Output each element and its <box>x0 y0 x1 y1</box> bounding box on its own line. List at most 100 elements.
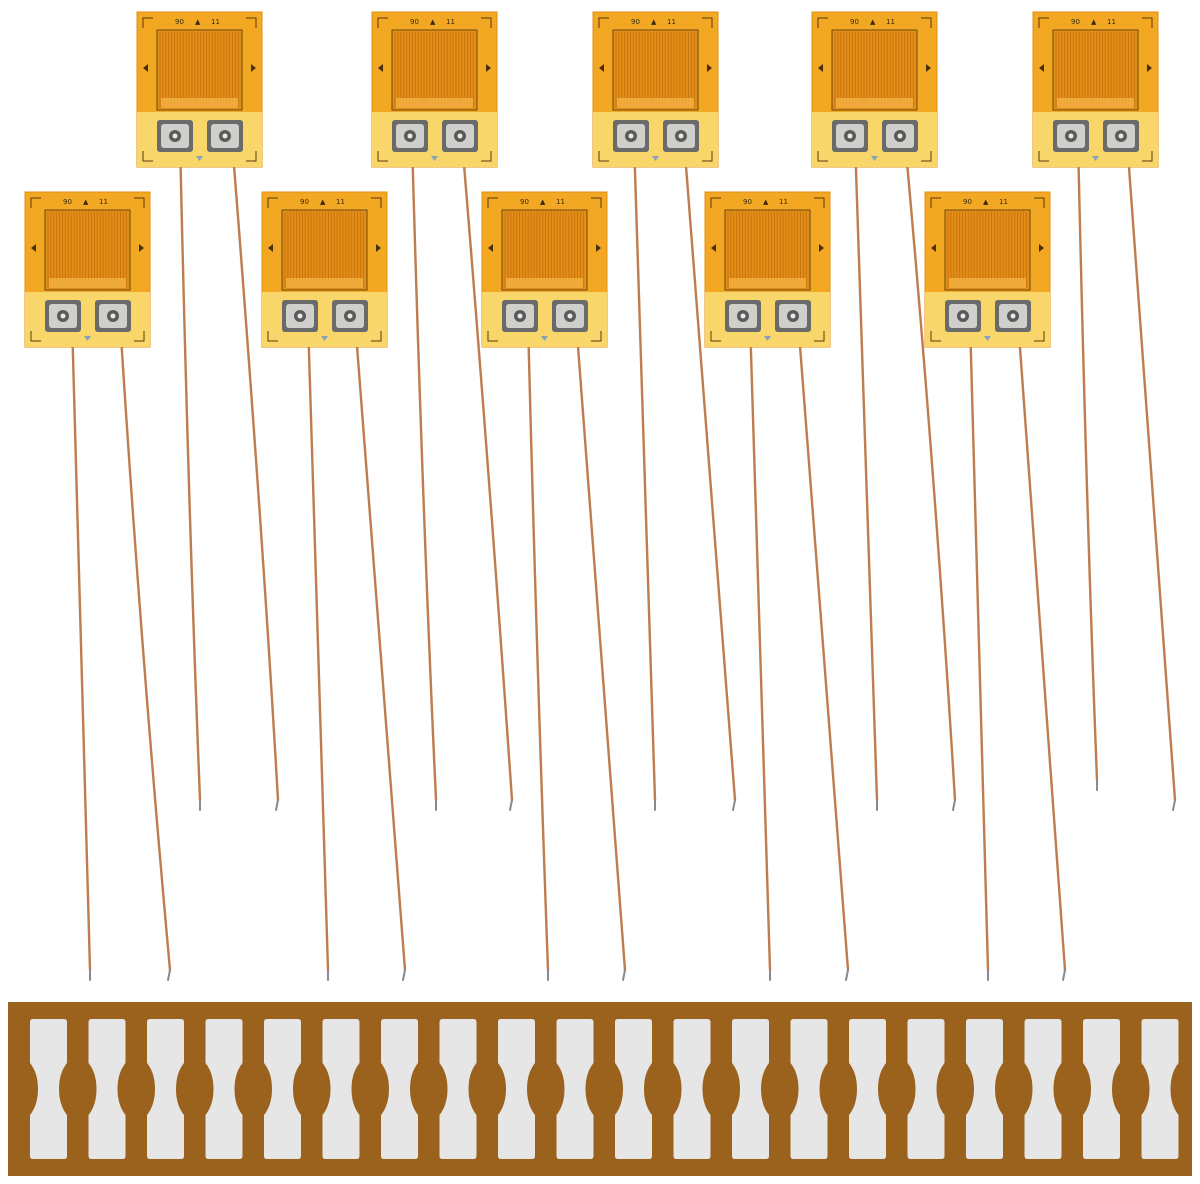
terminal-tab <box>556 1019 594 1159</box>
terminal-strip-backing <box>8 1002 1192 1176</box>
gauge-right-arrow <box>707 64 712 72</box>
gauge-marking-left: 90 <box>1071 18 1080 26</box>
terminal-tab <box>439 1019 477 1159</box>
gauge-pad-highlight-2 <box>222 133 228 139</box>
gauge-marker-glyph: ▲ <box>1091 18 1097 26</box>
lead-wire-tip-bottom-1-2 <box>167 969 171 981</box>
terminal-tab <box>790 1019 828 1159</box>
terminal-tab <box>264 1019 301 1159</box>
gauge-marking-left: 90 <box>175 18 184 26</box>
gauge-register-marks <box>598 17 713 162</box>
gauge-pad-highlight-1 <box>1068 133 1074 139</box>
gauge-pad-highlight-1 <box>297 313 303 319</box>
lead-wire-tip-bottom-2-2 <box>402 969 406 981</box>
gauge-register-marks <box>817 17 932 162</box>
lead-wire-bottom-3-1 <box>526 318 550 972</box>
gauge-grid-end-loops <box>617 98 694 108</box>
gauge-pad-highlight-1 <box>628 133 634 139</box>
gauge-marking-left: 90 <box>63 198 72 206</box>
gauge-bottom-marker <box>321 336 328 341</box>
terminal-tab <box>673 1019 711 1159</box>
gauge-left-arrow <box>711 244 716 252</box>
gauge-marking-right: 11 <box>556 198 565 206</box>
gauge-left-arrow <box>488 244 493 252</box>
terminal-tab <box>1083 1019 1120 1159</box>
terminal-tab <box>849 1019 886 1159</box>
gauge-pad-highlight-2 <box>110 313 116 319</box>
lead-wire-tip-bottom-3-2 <box>622 969 626 981</box>
strain-gauge-top-3: 90▲11 <box>592 11 719 168</box>
gauge-marker-glyph: ▲ <box>870 18 876 26</box>
lead-wire-tip-bottom-5-2 <box>1062 969 1066 981</box>
terminal-tab <box>966 1019 1003 1159</box>
gauge-marking-right: 11 <box>336 198 345 206</box>
lead-wire-top-3-2 <box>682 138 737 802</box>
terminal-tab <box>1024 1019 1062 1159</box>
gauge-bottom-marker <box>984 336 991 341</box>
gauge-register-marks <box>487 197 602 342</box>
terminal-tab <box>907 1019 945 1159</box>
gauge-left-arrow <box>599 64 604 72</box>
gauge-marking-right: 11 <box>886 18 895 26</box>
terminal-tab <box>1141 1019 1179 1159</box>
gauge-marking-left: 90 <box>850 18 859 26</box>
gauge-pad-highlight-1 <box>60 313 66 319</box>
lead-wire-top-2-1 <box>410 138 438 802</box>
gauge-grid-end-loops <box>729 278 806 288</box>
strain-gauge-bottom-2: 90▲11 <box>261 191 388 348</box>
lead-wire-tip-top-1-2 <box>275 799 279 811</box>
lead-wires-layer <box>70 138 1177 981</box>
gauge-register-marks <box>930 197 1045 342</box>
lead-wire-bottom-5-2 <box>1016 318 1067 972</box>
gauge-pad-highlight-2 <box>790 313 796 319</box>
gauge-left-arrow <box>143 64 148 72</box>
gauge-marking-left: 90 <box>520 198 529 206</box>
gauge-marking-left: 90 <box>410 18 419 26</box>
gauge-marking-right: 11 <box>1107 18 1116 26</box>
lead-wire-bottom-3-2 <box>574 318 627 972</box>
gauge-left-arrow <box>31 244 36 252</box>
gauge-right-arrow <box>596 244 601 252</box>
gauge-left-arrow <box>1039 64 1044 72</box>
gauge-grid-end-loops <box>161 98 238 108</box>
terminal-tab <box>88 1019 126 1159</box>
gauge-right-arrow <box>251 64 256 72</box>
lead-wire-top-4-2 <box>903 138 957 802</box>
gauge-bottom-marker <box>652 156 659 161</box>
gauge-marking-left: 90 <box>963 198 972 206</box>
gauge-register-marks <box>377 17 492 162</box>
gauge-pad-highlight-2 <box>567 313 573 319</box>
gauge-marking-right: 11 <box>99 198 108 206</box>
terminal-strip <box>8 1002 1192 1176</box>
gauge-pad-highlight-2 <box>897 133 903 139</box>
gauge-right-arrow <box>1039 244 1044 252</box>
gauge-grid-end-loops <box>1057 98 1134 108</box>
lead-wire-top-3-1 <box>632 138 657 802</box>
lead-wire-top-1-2 <box>230 138 280 802</box>
gauge-grid-end-loops <box>836 98 913 108</box>
gauge-marking-right: 11 <box>999 198 1008 206</box>
gauge-bottom-marker <box>196 156 203 161</box>
gauge-marking-right: 11 <box>667 18 676 26</box>
strain-gauge-top-2: 90▲11 <box>371 11 498 168</box>
gauge-left-arrow <box>378 64 383 72</box>
gauge-marker-glyph: ▲ <box>540 198 546 206</box>
terminal-tab <box>615 1019 652 1159</box>
gauge-pad-highlight-2 <box>347 313 353 319</box>
lead-wire-top-2-2 <box>460 138 514 802</box>
lead-wire-tip-top-3-2 <box>732 799 736 811</box>
gauge-marker-glyph: ▲ <box>195 18 201 26</box>
gauge-marker-glyph: ▲ <box>983 198 989 206</box>
gauge-register-marks <box>30 197 145 342</box>
gauge-marking-left: 90 <box>631 18 640 26</box>
gauge-pad-highlight-2 <box>678 133 684 139</box>
lead-wire-bottom-4-2 <box>796 318 850 972</box>
gauge-marker-glyph: ▲ <box>430 18 436 26</box>
strain-gauge-top-5: 90 ▲ 11 <box>1032 11 1159 168</box>
strain-gauge-bottom-1: 90▲11 <box>24 191 151 348</box>
gauge-marking-right: 11 <box>211 18 220 26</box>
lead-wire-top-1-1 <box>178 138 202 802</box>
terminal-tab <box>381 1019 418 1159</box>
gauge-pad-highlight-1 <box>407 133 413 139</box>
